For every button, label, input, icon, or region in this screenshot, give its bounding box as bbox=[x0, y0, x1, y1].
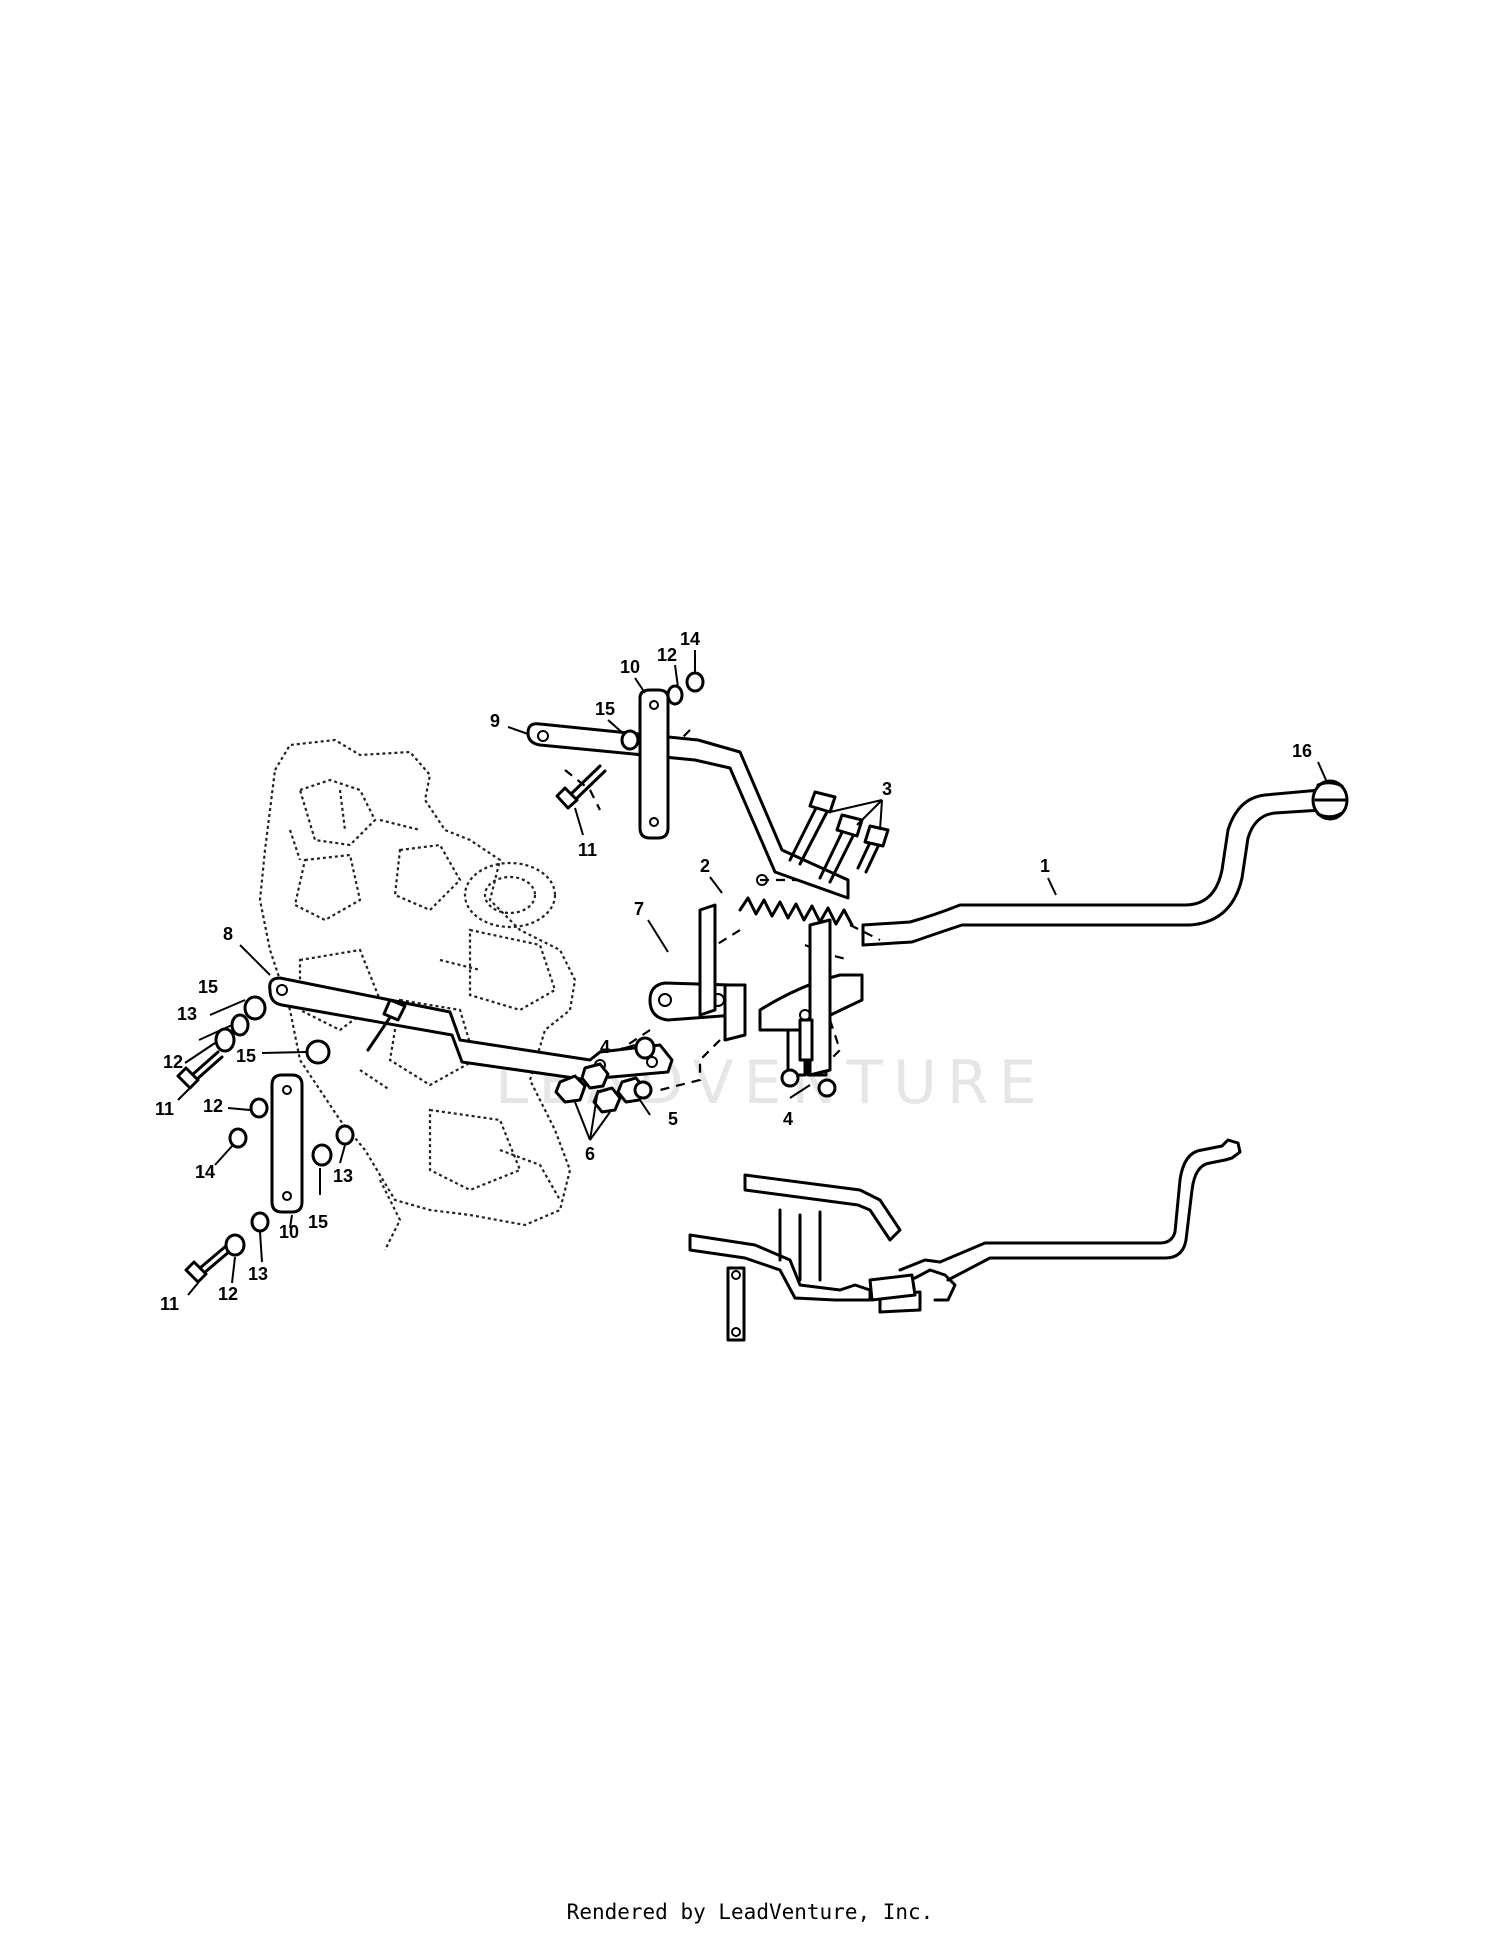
bolt-part-11-bottom bbox=[184, 1244, 232, 1284]
link-plate-part-10-lower bbox=[270, 1073, 304, 1214]
callout-10: 10 bbox=[279, 1222, 299, 1242]
callout-4: 4 bbox=[600, 1037, 610, 1057]
link-plate-part-10-upper bbox=[638, 688, 670, 840]
callout-14: 14 bbox=[680, 629, 700, 649]
callout-12: 12 bbox=[163, 1052, 183, 1072]
bolt-engine-area bbox=[366, 998, 407, 1052]
callout-10: 10 bbox=[620, 657, 640, 677]
callout-16: 16 bbox=[1292, 741, 1312, 761]
callout-6: 6 bbox=[585, 1144, 595, 1164]
callout-15: 15 bbox=[236, 1046, 256, 1066]
callout-11: 11 bbox=[155, 1099, 174, 1119]
callout-4: 4 bbox=[783, 1109, 793, 1129]
knob-part-16 bbox=[1311, 779, 1349, 821]
callout-9: 9 bbox=[490, 711, 500, 731]
footer-credit: Rendered by LeadVenture, Inc. bbox=[566, 1900, 934, 1924]
leader-lines bbox=[177, 650, 1327, 1296]
hidden-lines bbox=[564, 729, 881, 1092]
callout-14: 14 bbox=[195, 1162, 215, 1182]
spring-part-2 bbox=[738, 896, 854, 927]
callout-13: 13 bbox=[177, 1004, 197, 1024]
callout-1: 1 bbox=[1040, 856, 1050, 876]
assembled-view-inset bbox=[688, 1138, 1242, 1342]
bolt-part-11-left bbox=[176, 1050, 224, 1090]
callout-15: 15 bbox=[198, 977, 218, 997]
callout-8: 8 bbox=[223, 924, 233, 944]
callout-11: 11 bbox=[578, 840, 597, 860]
callout-11: 11 bbox=[160, 1294, 179, 1314]
callout-labels: 1 2 3 4 4 5 6 7 8 9 10 10 11 11 11 12 12… bbox=[155, 629, 1312, 1314]
callout-15: 15 bbox=[595, 699, 615, 719]
bolt-part-11-upper bbox=[555, 764, 607, 810]
callout-12: 12 bbox=[218, 1284, 238, 1304]
callout-3: 3 bbox=[882, 779, 892, 799]
callout-13: 13 bbox=[333, 1166, 353, 1186]
lower-bar-part-8 bbox=[268, 976, 674, 1082]
hardware-nuts-washers bbox=[214, 671, 837, 1257]
callout-12: 12 bbox=[657, 645, 677, 665]
callout-5: 5 bbox=[668, 1109, 678, 1129]
lever-bracket bbox=[758, 918, 864, 1077]
callout-7: 7 bbox=[634, 899, 644, 919]
control-lever-part-1 bbox=[861, 788, 1324, 947]
callout-15: 15 bbox=[308, 1212, 328, 1232]
callout-13: 13 bbox=[248, 1264, 268, 1284]
bolts-part-3 bbox=[788, 790, 890, 884]
callout-12: 12 bbox=[203, 1096, 223, 1116]
callout-2: 2 bbox=[700, 856, 710, 876]
pivot-plate-part-7 bbox=[648, 903, 747, 1042]
upper-bar-part-9 bbox=[526, 722, 850, 900]
